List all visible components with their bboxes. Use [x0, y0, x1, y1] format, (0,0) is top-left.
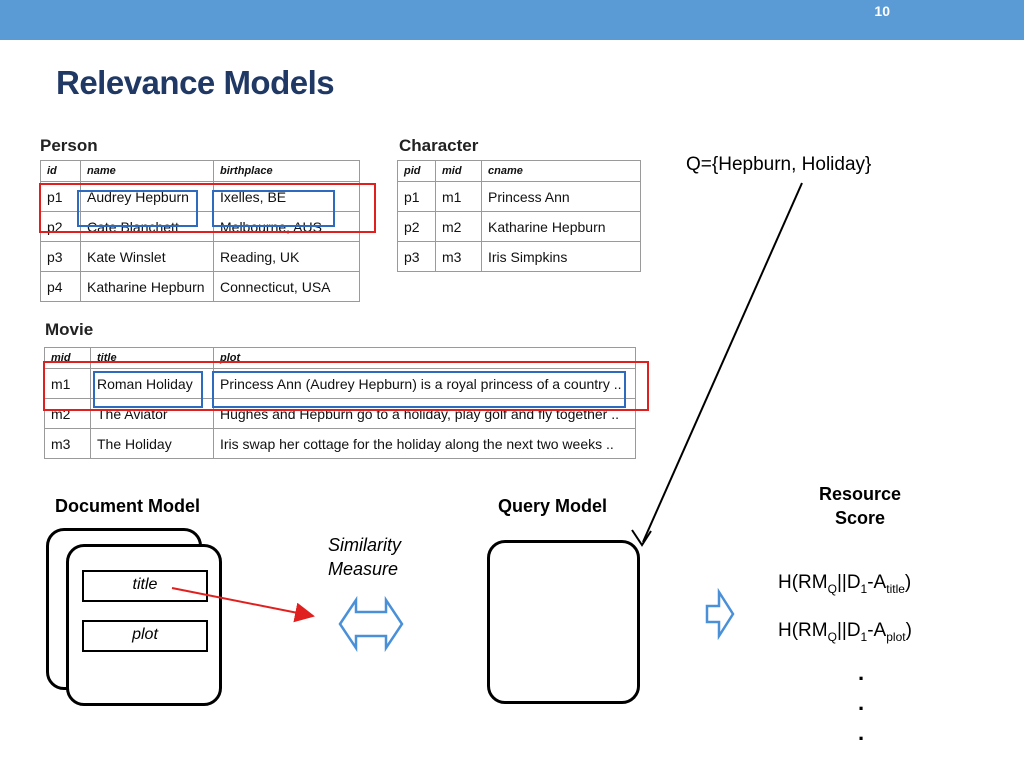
- similarity-measure-label: Similarity Measure: [328, 535, 402, 579]
- query-arrow-head: [631, 529, 652, 547]
- ellipsis-dot: .: [858, 690, 865, 715]
- table-cell: m1: [435, 181, 482, 212]
- column-header: cname: [481, 160, 641, 182]
- table-cell: Katharine Hepburn: [481, 211, 641, 242]
- table-cell: Katharine Hepburn: [80, 271, 214, 302]
- table-cell: Ixelles, BE: [213, 181, 360, 212]
- slide-number: 10: [874, 3, 890, 19]
- title-cell-highlight: [93, 371, 203, 408]
- right-arrow-icon: [705, 587, 735, 641]
- table-cell: p2: [397, 211, 436, 242]
- title-field: title: [82, 570, 208, 602]
- title-to-similarity-arrow: [171, 587, 315, 623]
- table-cell: p3: [40, 241, 81, 272]
- double-arrow-icon: [338, 595, 404, 653]
- score-formula-title: H(RMQ||D1-Atitle): [778, 572, 912, 596]
- resource-score-label: Resource Score: [818, 484, 902, 528]
- table-cell: Reading, UK: [213, 241, 360, 272]
- table-cell: p4: [40, 271, 81, 302]
- birthplace-cell-highlight: [212, 190, 335, 227]
- document-model-label: Document Model: [55, 496, 201, 516]
- person-row-highlight: [39, 183, 376, 233]
- table-cell: m3: [44, 428, 91, 459]
- table-cell: Iris swap her cottage for the holiday al…: [213, 428, 636, 459]
- query-model-box: [487, 540, 640, 704]
- column-header: mid: [435, 160, 482, 182]
- ellipsis-dot: .: [858, 720, 865, 745]
- movie-table-caption: Movie: [45, 320, 94, 339]
- query-text: Q={Hepburn, Holiday}: [686, 154, 872, 175]
- query-to-model-arrow: [642, 182, 803, 543]
- table-cell: m3: [435, 241, 482, 272]
- person-table-caption: Person: [40, 136, 98, 155]
- query-model-label: Query Model: [498, 496, 608, 516]
- table-cell: p1: [397, 181, 436, 212]
- movie-row-highlight: [43, 361, 649, 411]
- plot-cell-highlight: [212, 371, 626, 408]
- column-header: mid: [44, 347, 91, 369]
- name-cell-highlight: [77, 190, 198, 227]
- table-cell: Connecticut, USA: [213, 271, 360, 302]
- table-cell: The Holiday: [90, 428, 214, 459]
- character-table-caption: Character: [399, 136, 479, 155]
- plot-field: plot: [82, 620, 208, 652]
- slide-title: Relevance Models: [56, 64, 335, 101]
- header-bar: 10: [0, 0, 1024, 40]
- ellipsis-dot: .: [858, 660, 865, 685]
- table-cell: Iris Simpkins: [481, 241, 641, 272]
- score-formula-plot: H(RMQ||D1-Aplot): [778, 620, 912, 644]
